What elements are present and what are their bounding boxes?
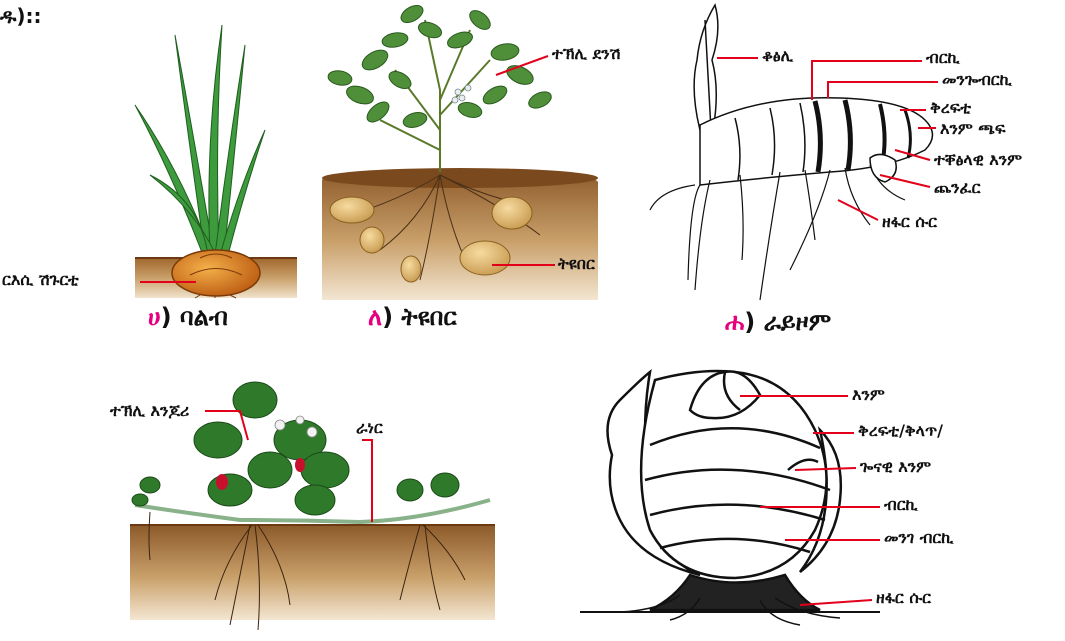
label-node: ብርኪ	[926, 50, 960, 66]
bulb-illustration	[135, 25, 297, 298]
label-leaf: ቆፅሊ	[762, 48, 793, 64]
label-adventitious-root: ዘፋር ሱር	[882, 214, 937, 230]
label-bulb-head: ርእሲ ሽጉርቲ	[2, 272, 79, 288]
label-axillary-bud: ተቐፅላዊ እንም	[934, 152, 1022, 168]
corm-illustration	[580, 371, 880, 625]
label-strawberry-plant: ተኽሊ እንጆሪ	[110, 403, 189, 419]
caption-bulb: ሀ) ባልብ	[148, 305, 228, 329]
label-tuber: ትዩበር	[558, 256, 595, 272]
label-corm-scale: ቅረፍቲ/ቅላጥ/	[858, 423, 943, 439]
label-corm-bud: እንም	[852, 387, 885, 403]
caption-rhizome: ሐ) ራይዞም	[725, 310, 831, 334]
label-scale-leaf: ቅረፍቲ	[930, 100, 971, 116]
caption-tuber: ለ) ትዩበር	[368, 305, 457, 329]
label-potato-plant: ተኽሊ ደንሽ	[552, 46, 620, 62]
label-corm-internode: መንገ ብርኪ	[884, 530, 953, 546]
label-internode: መንጐብርኪ	[942, 72, 1012, 88]
label-corm-node: ብርኪ	[884, 497, 918, 513]
label-branch: ጨንፈር	[934, 180, 980, 196]
label-corm-lateral-bud: ጐናዊ እንም	[860, 459, 931, 475]
label-runner: ራነር	[356, 420, 383, 436]
label-corm-root: ዘፋር ሱር	[876, 590, 931, 606]
label-bud-tip: እንም ጫፍ	[940, 121, 1005, 137]
